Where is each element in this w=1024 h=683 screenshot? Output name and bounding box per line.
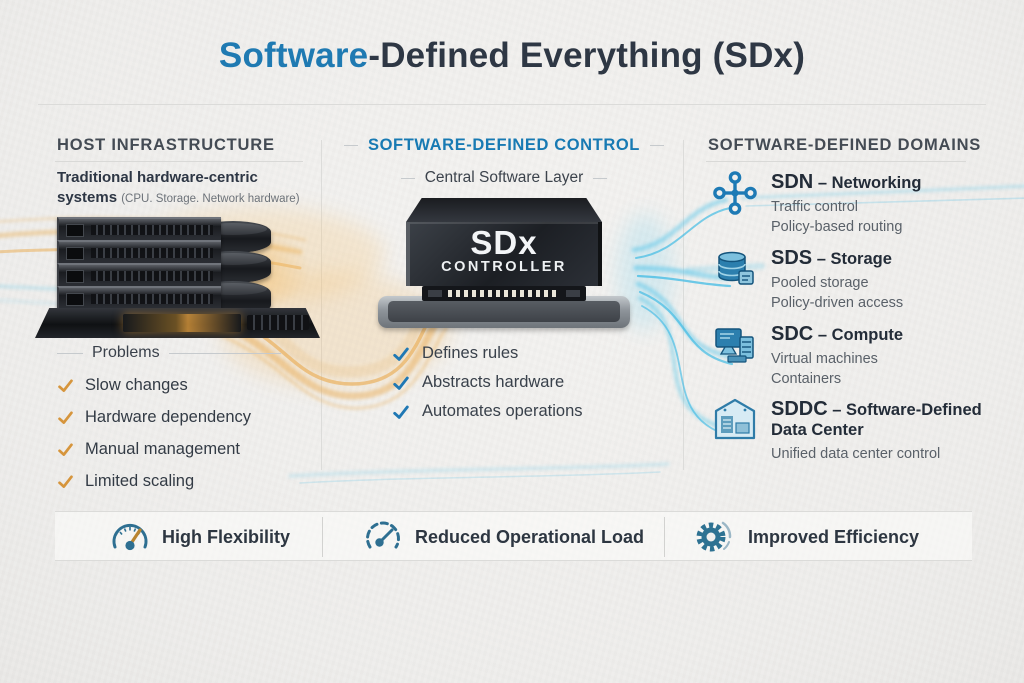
controller-platform	[378, 296, 630, 328]
gear-icon	[696, 521, 732, 552]
rack-server	[57, 286, 221, 309]
domain-text: SDN – Networking Traffic control Policy-…	[771, 170, 921, 237]
dash-line	[400, 177, 415, 179]
rack-server	[57, 240, 221, 263]
host-header-underline	[55, 161, 303, 162]
domain-title: SDC – Compute	[771, 323, 904, 345]
feature-label: Automates operations	[422, 402, 583, 420]
control-subtitle-label: Central Software Layer	[424, 169, 584, 186]
title-divider	[38, 104, 986, 105]
problems-section: Problems Slow changes Hardware dependenc…	[57, 344, 317, 491]
page-title: Software-Defined Everything (SDx)	[0, 36, 1024, 76]
domains-column-header: SOFTWARE-DEFINED DOMAINS	[708, 136, 982, 154]
domain-text: SDDC – Software-Defined Data Center Unif…	[771, 397, 990, 464]
benefit-divider-1	[322, 517, 323, 557]
benefit-high-flexibility: High Flexibility	[110, 518, 290, 556]
title-rest: -Defined Everything (SDx)	[368, 36, 806, 75]
benefits-band	[55, 512, 972, 560]
problem-label: Limited scaling	[85, 472, 195, 490]
network-icon	[713, 171, 757, 215]
host-subtitle-note: (CPU. Storage. Network hardware)	[121, 193, 300, 206]
problem-label: Manual management	[85, 440, 241, 458]
gauge-icon	[112, 524, 148, 551]
server-stack-illustration	[35, 211, 335, 338]
benefit-divider-2	[664, 517, 665, 557]
compute-icon	[715, 328, 754, 363]
server-base-tray	[35, 308, 320, 338]
datacenter-icon	[714, 398, 756, 440]
controller-ports	[422, 286, 586, 301]
dash-line	[344, 145, 358, 146]
check-icon	[58, 379, 73, 392]
host-subtitle-bold: Traditional hardware-centric systems	[57, 169, 258, 207]
check-icon	[393, 347, 409, 361]
domain-title: SDDC – Software-Defined Data Center	[771, 398, 982, 439]
controller-label-primary: SDx	[470, 224, 538, 261]
benefits-bottom-divider	[55, 560, 972, 561]
problem-item: Limited scaling	[57, 472, 317, 491]
domain-item-sdn: SDN – Networking Traffic control Policy-…	[712, 170, 990, 237]
control-column-header: SOFTWARE-DEFINED CONTROL	[330, 136, 678, 155]
domain-lines: Virtual machines Containers	[771, 351, 878, 387]
domains-header-underline	[706, 161, 966, 162]
feature-item: Automates operations	[392, 402, 583, 421]
benefits-top-divider	[55, 511, 972, 512]
check-icon	[58, 443, 73, 456]
problems-label: Problems	[92, 344, 160, 361]
domain-lines: Traffic control Policy-based routing	[771, 199, 903, 235]
feature-item: Defines rules	[392, 344, 583, 363]
host-column-header: HOST INFRASTRUCTURE	[57, 136, 275, 154]
column-divider-right	[683, 140, 684, 470]
benefit-improved-efficiency: Improved Efficiency	[694, 518, 919, 556]
check-icon	[393, 405, 409, 419]
benefit-label: Reduced Operational Load	[415, 526, 645, 547]
problem-item: Manual management	[57, 440, 317, 459]
dash-line	[168, 352, 281, 354]
domain-text: SDC – Compute Virtual machines Container…	[771, 322, 903, 389]
check-icon	[58, 411, 73, 424]
domain-item-sdc: SDC – Compute Virtual machines Container…	[712, 322, 990, 389]
problem-label: Hardware dependency	[85, 408, 252, 426]
control-header-label: SOFTWARE-DEFINED CONTROL	[368, 136, 640, 154]
controller-box-top	[406, 198, 602, 222]
problem-label: Slow changes	[85, 376, 188, 394]
dash-line	[57, 352, 83, 354]
rack-server	[57, 217, 221, 240]
domain-lines: Unified data center control	[771, 445, 941, 462]
controller-label-secondary: CONTROLLER	[441, 259, 567, 275]
feature-label: Abstracts hardware	[422, 373, 565, 391]
domain-title: SDS – Storage	[771, 247, 892, 269]
control-subtitle: Central Software Layer	[330, 169, 678, 187]
check-icon	[393, 376, 409, 390]
feature-item: Abstracts hardware	[392, 373, 583, 392]
controller-box-front: SDx CONTROLLER	[406, 222, 602, 286]
host-subtitle: Traditional hardware-centric systems (CP…	[57, 168, 311, 209]
problem-item: Slow changes	[57, 376, 317, 395]
benefit-label: High Flexibility	[162, 526, 291, 547]
domain-item-sddc: SDDC – Software-Defined Data Center Unif…	[712, 397, 990, 464]
speedometer-icon	[366, 521, 400, 549]
rack-server	[57, 263, 221, 286]
domain-item-sds: SDS – Storage Pooled storage Policy-driv…	[712, 246, 990, 313]
problem-item: Hardware dependency	[57, 408, 317, 427]
feature-label: Defines rules	[422, 344, 519, 362]
problems-list: Slow changes Hardware dependency Manual …	[57, 376, 317, 491]
benefit-label: Improved Efficiency	[748, 526, 920, 547]
storage-icon	[718, 251, 754, 285]
domain-title: SDN – Networking	[771, 171, 922, 193]
domain-text: SDS – Storage Pooled storage Policy-driv…	[771, 246, 903, 313]
control-features: Defines rules Abstracts hardware Automat…	[392, 344, 583, 421]
problems-label-row: Problems	[57, 344, 317, 362]
domain-lines: Pooled storage Policy-driven access	[771, 275, 904, 311]
dash-line	[649, 145, 664, 146]
title-highlight: Software	[218, 36, 369, 75]
benefit-reduced-operational-load: Reduced Operational Load	[363, 518, 644, 556]
check-icon	[58, 475, 73, 488]
sdx-controller-illustration: SDx CONTROLLER	[378, 198, 630, 334]
dash-line	[593, 177, 608, 179]
